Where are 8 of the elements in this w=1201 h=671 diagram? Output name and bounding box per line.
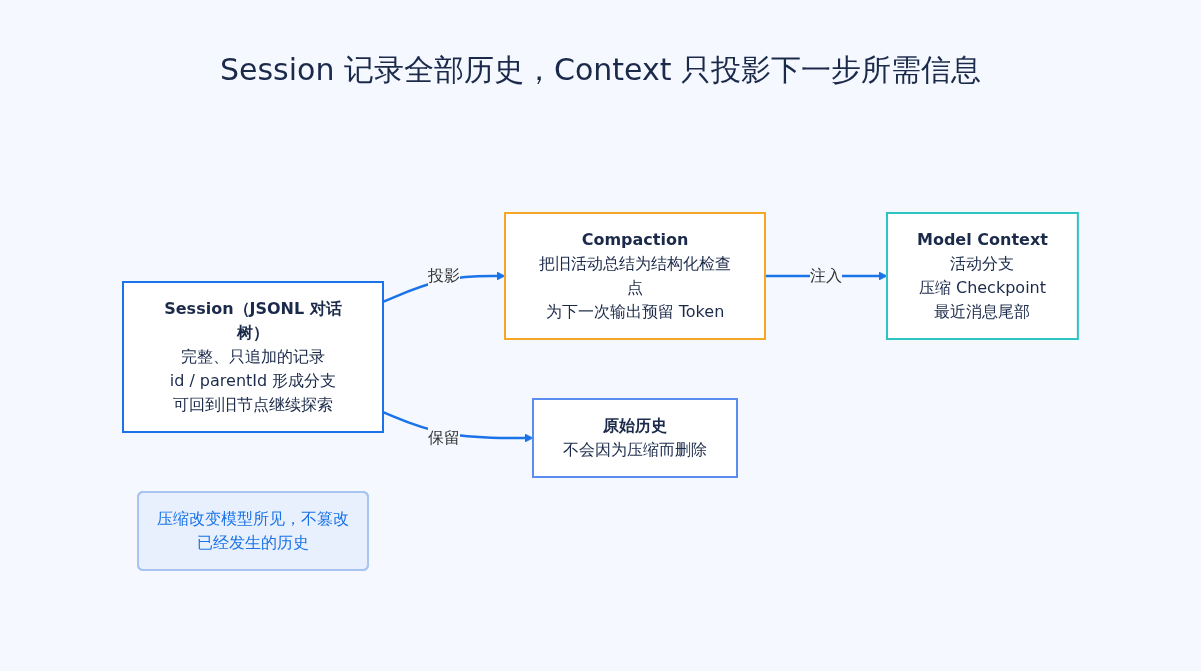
edge-label: 注入 [810,265,843,285]
edge-label: 投影 [428,265,461,285]
node-box: 原始历史 不会因为压缩而删除 [532,397,739,478]
node-box: Compaction 把旧活动总结为结构化检查点 为下一次输出预留 Token [504,211,767,340]
node-box: Model Context 活动分支 压缩 Checkpoint 最近消息尾部 [886,211,1079,340]
node-box: Session（JSONL 对话树） 完整、只追加的记录 id / parentId 形成分支 可回到旧节点继续探索 [122,280,385,433]
diagram-title: Session 记录全部历史，Context 只投影下一步所需信息 [219,51,982,89]
edge-label: 保留 [428,427,461,447]
